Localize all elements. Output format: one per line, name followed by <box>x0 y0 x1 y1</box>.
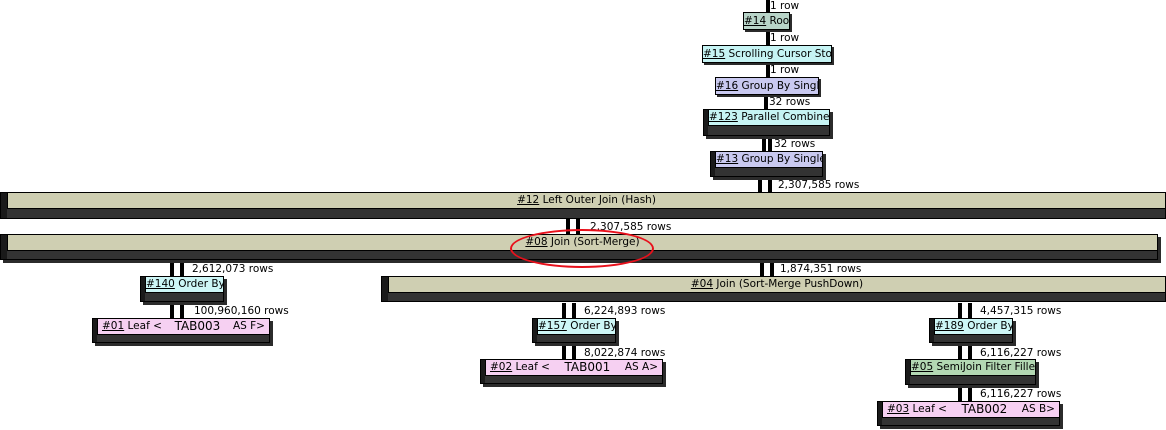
node-id[interactable]: #123 <box>709 111 738 123</box>
edge-13-123 <box>762 136 772 152</box>
edge-label: 6,116,227 rows <box>980 388 1062 400</box>
edge-08-12 <box>566 219 582 235</box>
edge-label: 6,116,227 rows <box>980 347 1062 359</box>
node-157-order-by[interactable]: #157 Order By <box>532 318 616 343</box>
node-id[interactable]: #15 <box>703 48 726 60</box>
node-05-semijoin-filter-filler[interactable]: #05 SemiJoin Filter Filler <box>905 359 1036 385</box>
node-id[interactable]: #04 <box>690 278 714 290</box>
edge-189-04 <box>958 303 974 319</box>
node-01-leaf[interactable]: #01 Leaf < TAB003 AS F> <box>92 318 270 343</box>
edge-label: 1 row <box>770 32 800 44</box>
edge-16-15 <box>766 62 772 78</box>
node-13-group-by-single[interactable]: #13 Group By Single <box>710 151 823 177</box>
node-140-order-by[interactable]: #140 Order By <box>140 276 224 302</box>
edge-12-13 <box>758 177 774 193</box>
node-label: Group By Single <box>741 80 818 92</box>
edge-02-157 <box>562 345 578 361</box>
node-id[interactable]: #05 <box>911 361 934 373</box>
edge-label: 100,960,160 rows <box>194 305 289 317</box>
table-name: TAB003 <box>174 319 221 333</box>
edge-label: 2,307,585 rows <box>778 179 860 191</box>
table-alias: AS F> <box>232 320 265 332</box>
node-id[interactable]: #16 <box>716 80 739 92</box>
edge-01-140 <box>170 303 186 319</box>
edge-157-04 <box>562 303 578 319</box>
node-03-leaf[interactable]: #03 Leaf < TAB002 AS B> <box>877 401 1060 426</box>
edge-root-top <box>766 0 776 12</box>
highlight-ellipse <box>510 229 654 268</box>
edge-label: 1 row <box>770 64 800 76</box>
node-189-order-by[interactable]: #189 Order By <box>929 318 1013 343</box>
node-label: SemiJoin Filter Filler <box>936 361 1035 373</box>
edge-label: 32 rows <box>769 96 811 108</box>
node-15-scrolling-cursor-store[interactable]: #15 Scrolling Cursor Store <box>702 45 832 63</box>
node-id[interactable]: #13 <box>716 153 739 165</box>
edge-140-08 <box>170 261 186 277</box>
table-alias: AS B> <box>1021 403 1055 415</box>
edge-label: 4,457,315 rows <box>980 305 1062 317</box>
node-label: Root <box>769 15 789 27</box>
node-label: Leaf < <box>515 361 550 373</box>
edge-label: 32 rows <box>774 138 816 150</box>
edge-15-14 <box>766 30 772 46</box>
node-label: Order By <box>570 320 615 332</box>
node-id[interactable]: #01 <box>102 320 125 332</box>
node-label: Order By <box>178 278 223 290</box>
edge-label: 1,874,351 rows <box>780 263 862 275</box>
node-123-parallel-combiner[interactable]: #123 Parallel Combiner <box>703 109 830 136</box>
node-label: Parallel Combiner <box>741 111 829 123</box>
node-02-leaf[interactable]: #02 Leaf < TAB001 AS A> <box>480 359 663 384</box>
node-label: Leaf < <box>127 320 162 332</box>
edge-label: 2,612,073 rows <box>192 263 274 275</box>
node-14-root[interactable]: #14 Root <box>743 12 790 30</box>
node-id[interactable]: #03 <box>887 403 910 415</box>
node-label: Left Outer Join (Hash) <box>542 194 656 206</box>
node-16-group-by-single[interactable]: #16 Group By Single <box>715 77 819 95</box>
edge-123-16 <box>764 94 770 110</box>
node-id[interactable]: #14 <box>744 15 767 27</box>
edge-label: 6,224,893 rows <box>584 305 666 317</box>
node-12-left-outer-join[interactable]: #12 Left Outer Join (Hash) <box>0 192 1166 219</box>
node-label: Join (Sort-Merge PushDown) <box>716 278 864 290</box>
node-id[interactable]: #189 <box>935 320 964 332</box>
edge-05-189 <box>958 345 974 361</box>
node-id[interactable]: #02 <box>490 361 513 373</box>
node-label: Order By <box>967 320 1012 332</box>
edge-label: 8,022,874 rows <box>584 347 666 359</box>
node-04-join-sort-merge-pushdown[interactable]: #04 Join (Sort-Merge PushDown) <box>381 276 1166 302</box>
table-alias: AS A> <box>624 361 658 373</box>
table-name: TAB002 <box>961 402 1008 416</box>
table-name: TAB001 <box>564 360 611 374</box>
edge-label: 1 row <box>770 0 800 12</box>
node-label: Leaf < <box>912 403 947 415</box>
node-label: Group By Single <box>741 153 822 165</box>
node-id[interactable]: #12 <box>517 194 540 206</box>
node-id[interactable]: #140 <box>146 278 175 290</box>
edge-04-08 <box>760 261 776 277</box>
node-label: Scrolling Cursor Store <box>728 48 831 60</box>
node-id[interactable]: #157 <box>538 320 567 332</box>
edge-03-05 <box>958 385 974 402</box>
